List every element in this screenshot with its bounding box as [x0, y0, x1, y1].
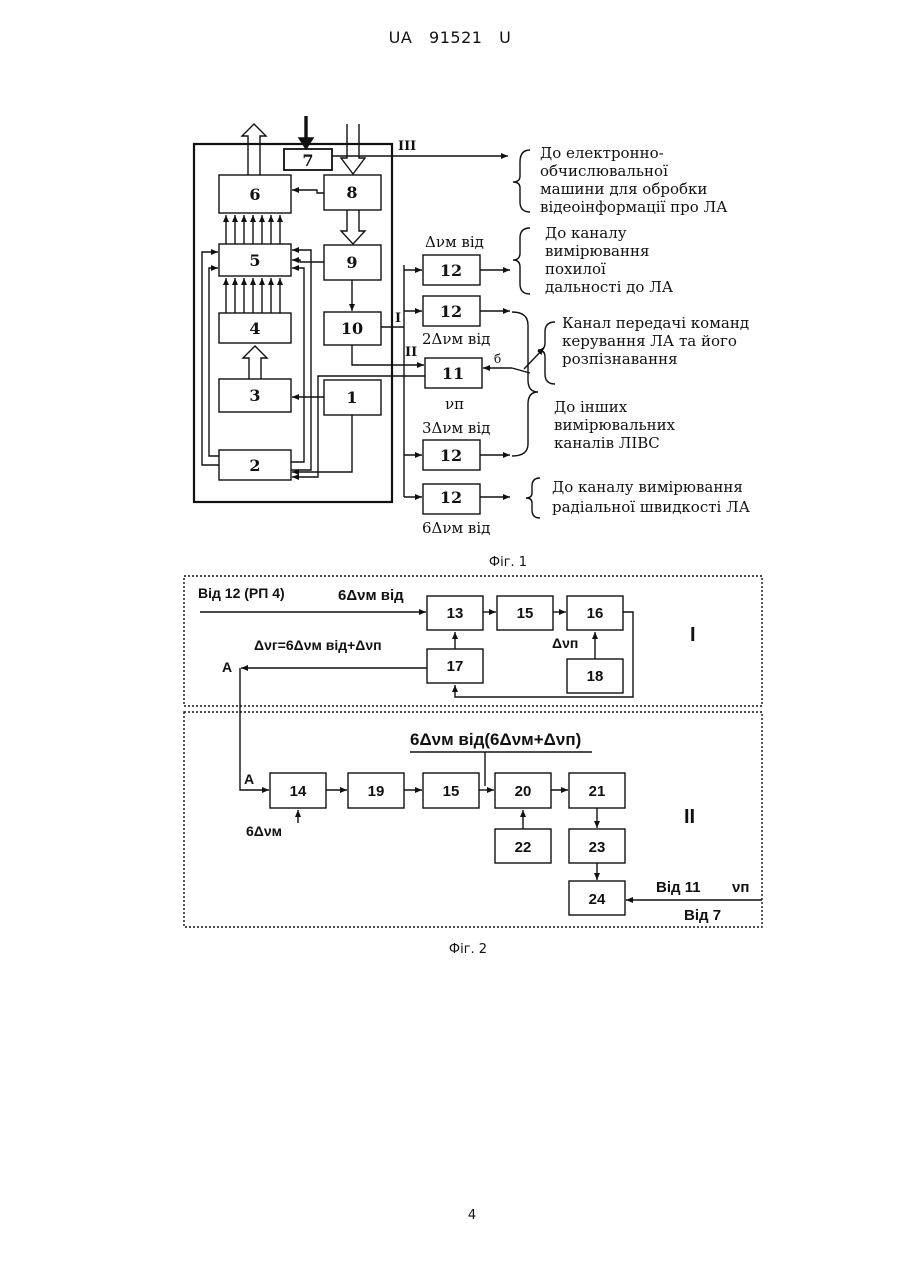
fig1-label-5: 5 [249, 251, 260, 270]
fig1-input-arrow-8 [341, 124, 365, 174]
fig1-label-2: 2 [249, 456, 260, 475]
fig1-bus-4-to-5 [226, 278, 280, 313]
fig2-caption: Фіг. 2 [449, 942, 487, 957]
fig1-note-range-2: вимірювання [545, 242, 649, 260]
fig1-delta-2: 2Δνм від [422, 330, 490, 348]
fig2-label-15b: 15 [443, 783, 460, 800]
fig1-delta-6: 6Δνм від [422, 519, 490, 537]
fig2-A-bottom: А [244, 771, 254, 787]
fig1-roman-I: I [395, 311, 401, 326]
fig2-label-15a: 15 [517, 605, 534, 622]
fig1-label-8: 8 [346, 183, 357, 202]
fig1-brace-other [512, 312, 538, 456]
fig1-label-1: 1 [346, 388, 357, 407]
fig1-label-b: б [494, 352, 501, 366]
fig2-input-6dnu: 6Δνм від [338, 587, 404, 604]
fig1-note-command-3: розпізнавання [562, 350, 678, 368]
fig1-note-command-1: Канал передачі команд [562, 314, 749, 332]
fig1-note-other-3: каналів ЛІВС [554, 434, 660, 452]
fig1-brace-range [513, 228, 530, 294]
fig2-label-22: 22 [515, 839, 532, 856]
fig2-label-21: 21 [589, 783, 606, 800]
fig2-from-11: Від 11 [656, 879, 701, 896]
fig1-label-12d: 12 [440, 488, 462, 507]
fig2-label-19: 19 [368, 783, 385, 800]
fig1-label-4: 4 [249, 319, 260, 338]
fig1-brace-command [538, 322, 555, 384]
fig2-section-II: II [684, 806, 695, 828]
fig1-note-velocity-2: радіальної швидкості ЛА [552, 498, 751, 516]
fig2-dnu-p: Δνп [552, 635, 578, 651]
fig2-label-18: 18 [587, 668, 604, 685]
fig1-brace-velocity [526, 478, 540, 518]
fig2-from-12: Від 12 (РП 4) [198, 585, 285, 601]
fig1-roman-III: III [398, 139, 416, 154]
fig2-annotations: Від 12 (РП 4) 6Δνм від Δνг=6Δνм від+Δνп … [198, 585, 749, 957]
fig1-note-computer-3: машини для обробки [540, 180, 707, 198]
fig1-note-other-2: вимірювальних [554, 416, 676, 434]
fig2-label-16: 16 [587, 605, 604, 622]
fig1-note-range-3: похилої [545, 260, 606, 278]
page-number: 4 [468, 1208, 476, 1223]
fig2-label-23: 23 [589, 839, 606, 856]
fig1-note-computer-2: обчислювальної [540, 162, 668, 180]
fig1-brace-computer [513, 150, 530, 212]
fig2-input-14: 6Δνм [246, 823, 282, 839]
fig1-note-range-4: дальності до ЛА [545, 278, 674, 296]
fig2-label-17: 17 [447, 658, 464, 675]
fig2-dnu-g: Δνг=6Δνм від+Δνп [254, 637, 382, 653]
fig1-block-labels: 6 5 4 3 2 7 8 9 10 1 11 12 12 12 12 [249, 151, 464, 507]
fig1-note-other-1: До інших [554, 398, 628, 416]
fig1-output-arrow-6 [242, 124, 266, 175]
fig1-delta-3: 3Δνм від [422, 419, 490, 437]
fig2-A-top: А [222, 659, 232, 675]
fig1-note-velocity-1: До каналу вимірювання [552, 478, 743, 496]
fig1-diagram [194, 116, 555, 518]
fig1-bus-5-to-6 [226, 215, 280, 244]
fig1-note-command-2: керування ЛА та його [562, 332, 737, 350]
fig1-note-range-1: До каналу [545, 224, 627, 242]
fig2-label-20: 20 [515, 783, 532, 800]
fig1-label-12a: 12 [440, 261, 462, 280]
fig2-from-7: Від 7 [684, 907, 721, 924]
fig1-delta-1: Δνм від [425, 233, 484, 251]
fig2-label-13: 13 [447, 605, 464, 622]
fig1-label-12c: 12 [440, 446, 462, 465]
fig1-label-11: 11 [442, 364, 464, 383]
fig1-nu-p: νп [445, 395, 464, 413]
patent-number-header: UA 91521 U [389, 28, 512, 47]
fig2-diagram [184, 576, 762, 927]
fig1-note-computer-4: відеоінформації про ЛА [540, 198, 728, 216]
fig2-label-14: 14 [290, 783, 307, 800]
fig1-caption: Фіг. 1 [489, 555, 527, 570]
fig1-label-12b: 12 [440, 302, 462, 321]
fig2-formula: 6Δνм від(6Δνм+Δνп) [410, 730, 581, 749]
fig1-label-10: 10 [341, 319, 363, 338]
fig1-roman-II: II [405, 345, 417, 360]
fig1-note-computer-1: До електронно- [540, 144, 664, 162]
fig2-nu-n: νп [732, 879, 749, 896]
fig2-section-I: I [690, 624, 696, 646]
fig2-label-24: 24 [589, 891, 606, 908]
fig1-label-3: 3 [249, 386, 260, 405]
fig1-label-6: 6 [249, 185, 260, 204]
fig1-label-9: 9 [346, 253, 357, 272]
fig1-label-7: 7 [302, 151, 313, 170]
